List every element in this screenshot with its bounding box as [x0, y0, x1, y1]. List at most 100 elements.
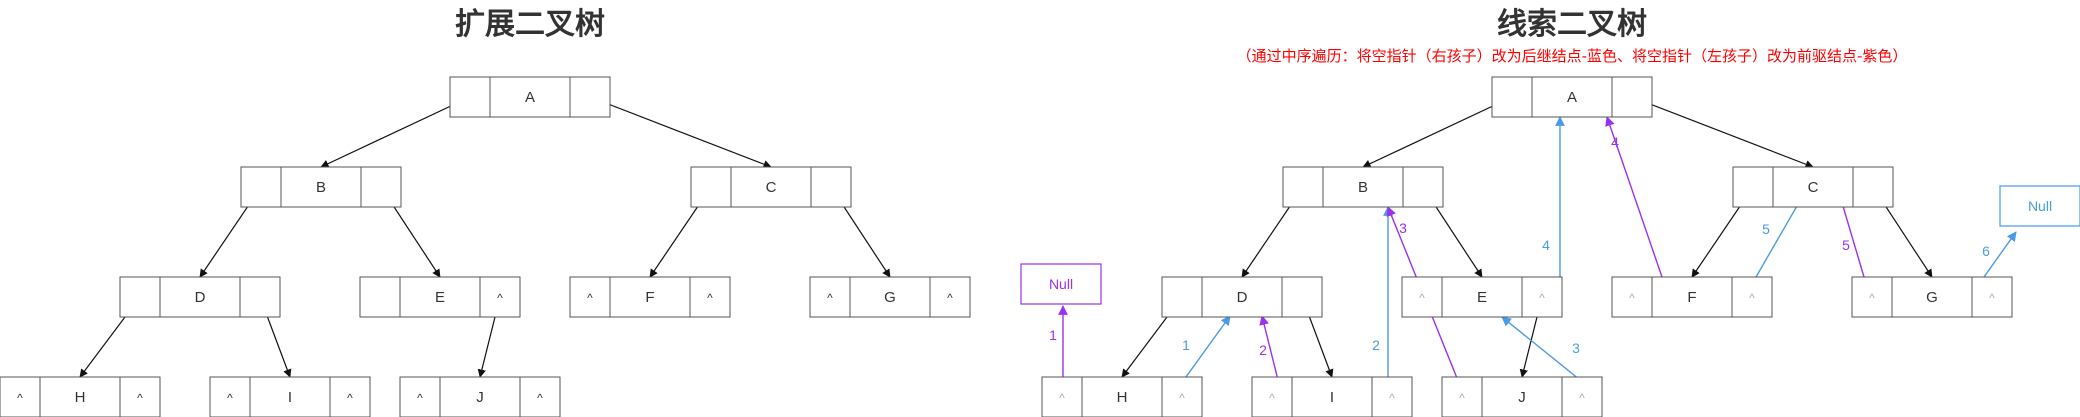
extended-node-h-right-null-mark: ^	[137, 391, 143, 405]
extended-node-i-right-pointer-cell	[329, 376, 371, 417]
threaded-node-i-right-null-mark: ^	[1389, 391, 1395, 405]
extended-node-c-label: C	[766, 179, 777, 196]
thread-g-right-to-null-right-arrow	[1983, 231, 2017, 278]
thread-j-left-to-b-number: 3	[1399, 220, 1407, 236]
extended-node-e-right-null-mark: ^	[497, 291, 503, 305]
extended-node-d-left-pointer-cell	[119, 276, 161, 318]
threaded-node-b-data-cell	[1322, 166, 1404, 208]
extended-node-f-data-cell	[609, 276, 691, 318]
threaded-node-e-label: E	[1477, 289, 1487, 306]
threaded-null-right-rect	[1999, 185, 2080, 227]
threaded-null-right-box: Null	[1999, 185, 2080, 227]
thread-e-right-to-a-number: 4	[1542, 237, 1550, 253]
threaded-node-i-data-cell	[1291, 376, 1373, 417]
extended-node-j-right-null-mark: ^	[537, 391, 543, 405]
threaded-null-right-label: Null	[2028, 198, 2052, 214]
threaded-node-b: B	[1282, 166, 1444, 208]
thread-h-left-to-null-left-number: 1	[1049, 327, 1057, 343]
threaded-null-left-label: Null	[1049, 276, 1073, 292]
extended-node-c-left-pointer-cell	[690, 166, 732, 208]
extended-node-a-data-cell	[489, 76, 571, 118]
extended-node-f: F^^	[569, 276, 731, 318]
thread-j-right-to-e-arrow	[1501, 316, 1591, 389]
extended-node-a-right-pointer-cell	[569, 76, 611, 118]
threaded-edge-a-c	[1631, 96, 1814, 169]
extended-node-f-left-null-mark: ^	[587, 291, 593, 305]
extended-node-j-right-pointer-cell	[519, 376, 561, 417]
extended-node-d-right-pointer-cell	[239, 276, 281, 318]
threaded-node-g-data-cell	[1891, 276, 1973, 318]
extended-node-h-right-pointer-cell	[119, 376, 161, 417]
threaded-node-h-right-pointer-cell	[1161, 376, 1203, 417]
threaded-node-j-label: J	[1518, 389, 1526, 406]
threaded-node-g-right-pointer-cell	[1971, 276, 2013, 318]
threaded-node-h-right-null-mark: ^	[1179, 391, 1185, 405]
threaded-node-b-left-pointer-cell	[1282, 166, 1324, 208]
extended-node-c-data-cell	[730, 166, 812, 208]
threaded-node-c: C	[1732, 166, 1894, 208]
threaded-node-c-data-cell	[1772, 166, 1854, 208]
extended-node-e-right-pointer-cell	[479, 276, 521, 318]
threaded-node-e: E^^	[1401, 276, 1563, 318]
extended-node-j-left-null-mark: ^	[417, 391, 423, 405]
thread-i-left-to-d-arrow	[1259, 315, 1281, 389]
threaded-node-d-right-pointer-cell	[1281, 276, 1323, 318]
extended-node-g-left-null-mark: ^	[827, 291, 833, 305]
threaded-node-g-left-null-mark: ^	[1869, 291, 1875, 305]
extended-node-i-left-null-mark: ^	[227, 391, 233, 405]
extended-node-c: C	[690, 166, 852, 208]
threaded-node-c-label: C	[1808, 179, 1819, 196]
extended-node-g: G ^ ^	[809, 276, 971, 318]
thread-h-right-to-d-number: 1	[1182, 337, 1190, 353]
threaded-node-g-right-null-mark: ^	[1989, 291, 1995, 305]
thread-g-left-to-c-number: 5	[1842, 237, 1850, 253]
extended-node-i: I^^	[209, 376, 371, 417]
extended-node-f-label: F	[645, 289, 654, 306]
threaded-edge-a-b	[1362, 96, 1513, 168]
threaded-node-d-left-pointer-cell	[1161, 276, 1203, 318]
threaded-node-g-label: G	[1926, 289, 1938, 306]
extended-node-f-left-pointer-cell	[569, 276, 611, 318]
extended-node-a-label: A	[525, 89, 535, 106]
threaded-node-j-left-pointer-cell	[1441, 376, 1483, 417]
threaded-node-e-right-pointer-cell	[1521, 276, 1563, 318]
extended-node-h-label: H	[75, 389, 86, 406]
thread-g-right-to-null-right-number: 6	[1982, 243, 1990, 259]
threaded-node-g-left-pointer-cell	[1851, 276, 1893, 318]
extended-node-d: D	[119, 276, 281, 318]
left-title: 扩展二叉树	[455, 7, 605, 42]
extended-node-d-data-cell	[159, 276, 241, 318]
threaded-node-f-data-cell	[1651, 276, 1733, 318]
thread-f-left-to-a-arrow	[1605, 116, 1663, 278]
extended-node-j: J^^	[399, 376, 561, 417]
threaded-node-f-label: F	[1687, 289, 1696, 306]
thread-h-right-to-d-arrow	[1177, 315, 1231, 389]
extended-node-i-left-pointer-cell	[209, 376, 251, 417]
extended-node-f-right-pointer-cell	[689, 276, 731, 318]
threaded-node-f-right-pointer-cell	[1731, 276, 1773, 318]
threaded-node-h-left-pointer-cell	[1041, 376, 1083, 417]
extended-node-e-left-pointer-cell	[359, 276, 401, 318]
threaded-node-g: G ^ ^	[1851, 276, 2013, 318]
extended-node-a: A	[449, 76, 611, 118]
threaded-node-j-data-cell	[1481, 376, 1563, 417]
thread-i-left-to-d-number: 2	[1259, 342, 1267, 358]
threaded-node-f-right-null-mark: ^	[1749, 291, 1755, 305]
threaded-node-a-left-pointer-cell	[1491, 76, 1533, 118]
right-title-note: （通过中序遍历：将空指针（右孩子）改为后继结点-蓝色、将空指针（左孩子）改为前驱…	[1237, 47, 1908, 65]
threaded-node-h: H^^	[1041, 376, 1203, 417]
extended-node-g-label: G	[884, 289, 896, 306]
threaded-node-e-left-pointer-cell	[1401, 276, 1443, 318]
threaded-node-j-right-pointer-cell	[1561, 376, 1603, 417]
extended-node-e: E^	[359, 276, 521, 318]
threaded-node-i-left-null-mark: ^	[1269, 391, 1275, 405]
threaded-node-e-right-null-mark: ^	[1539, 291, 1545, 305]
extended-node-g-right-null-mark: ^	[947, 291, 953, 305]
extended-node-b: B	[240, 166, 402, 208]
thread-f-left-to-a-number: 4	[1611, 134, 1619, 150]
threaded-node-f-left-pointer-cell	[1611, 276, 1653, 318]
extended-node-b-label: B	[316, 179, 326, 196]
extended-node-g-right-pointer-cell	[929, 276, 971, 318]
